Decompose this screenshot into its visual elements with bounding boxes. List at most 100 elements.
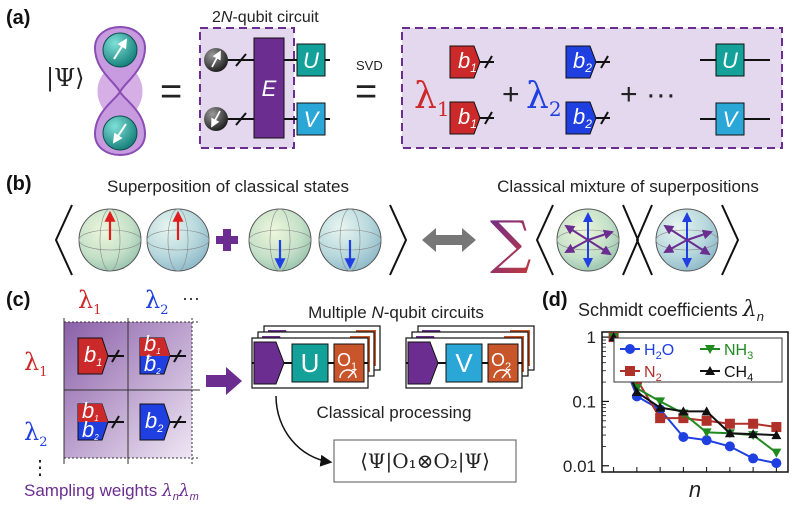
legend-marker	[705, 345, 715, 354]
data-point	[701, 415, 712, 426]
sampling-weights-label: Sampling weights λnλm	[24, 481, 199, 503]
cell-b2: b2	[145, 408, 163, 435]
plus-icon	[216, 229, 238, 251]
cell-b1-mix-2: b1	[82, 398, 99, 423]
circuit-title: 2N-qubit circuit	[212, 9, 319, 26]
sampling-matrix: b1 b1 + b2 b1 b2 b2	[63, 318, 200, 464]
expectation-value: ⟨Ψ|O₁⊗O₂|Ψ⟩	[360, 449, 490, 474]
gate-u-stack: U	[301, 348, 320, 378]
legend-marker	[705, 366, 715, 375]
svd-equals: =	[355, 71, 377, 113]
data-point	[701, 428, 712, 438]
gate-v: V	[304, 107, 321, 132]
matrix-vdots: ⋮	[30, 457, 50, 479]
legend-label: NH3	[724, 342, 753, 362]
panel-a: (a) |Ψ⟩ = 2N-qubit circuit	[6, 7, 783, 156]
gate-b1-bottom: b1	[458, 104, 477, 131]
sigma-icon: ∑	[490, 208, 531, 276]
y-axis: 1 0.1 0.01	[563, 328, 609, 476]
chart-series	[608, 332, 782, 469]
data-point	[724, 428, 735, 438]
panel-d: (d) Schmidt coefficients λn 1 0.1 0.01 n H…	[542, 289, 789, 502]
data-point	[655, 402, 666, 412]
bloch-sphere-icon	[248, 208, 312, 272]
matrix-row-lambda-1: λ1	[24, 348, 48, 380]
data-point	[748, 429, 759, 439]
cell-b2-mix: b2	[144, 351, 161, 376]
psi-ket: |Ψ⟩	[46, 64, 85, 93]
panel-b-label: (b)	[6, 173, 32, 195]
bloch-sphere-icon	[556, 208, 620, 272]
entangled-qubit-pair-icon	[93, 26, 147, 156]
data-point	[748, 453, 759, 464]
cell-b1: b1	[84, 342, 102, 369]
expectation-box	[333, 439, 517, 483]
data-point	[771, 448, 782, 458]
gate-b1-top: b1	[458, 48, 477, 75]
data-point	[701, 406, 712, 416]
panel-c: (c) λ1 λ2 ··· λ1 λ2 ⋮ b1 b1 + b2	[6, 286, 535, 503]
data-point	[678, 431, 689, 442]
lambda-1: λ1	[414, 76, 450, 121]
data-point	[631, 387, 642, 397]
data-point	[748, 418, 759, 429]
matrix-col-lambda-1: λ1	[78, 286, 102, 318]
data-point	[655, 397, 666, 407]
y-tick-label: 0.1	[572, 392, 596, 411]
bloch-sphere-icon	[318, 208, 382, 272]
x-axis-label: n	[689, 477, 701, 502]
double-arrow-icon	[422, 228, 476, 252]
cell-b1-mix: b1	[144, 331, 161, 356]
classical-processing-label: Classical processing	[317, 403, 472, 422]
y-tick-label: 0.01	[563, 457, 596, 476]
gate-b2-top: b2	[573, 48, 592, 75]
gate-v-right: V	[723, 107, 740, 132]
gate-b2-bottom: b2	[573, 104, 592, 131]
right-arrow-icon	[206, 367, 242, 395]
bloch-sphere-icon	[78, 208, 142, 272]
observable-o1: O1	[337, 350, 357, 373]
matrix-row-lambda-2: λ2	[24, 418, 48, 450]
data-point	[724, 441, 735, 452]
legend-marker	[625, 344, 635, 354]
data-point	[771, 430, 782, 440]
multi-circuits-title: Multiple N-qubit circuits	[308, 303, 484, 322]
bloch-sphere-icon	[146, 208, 210, 272]
cell-plus: +	[146, 352, 152, 363]
legend-marker	[625, 366, 635, 376]
plus-sign: +	[502, 78, 520, 111]
data-point	[771, 422, 782, 433]
plus-dots: + ···	[620, 78, 676, 111]
mixture-title: Classical mixture of superpositions	[497, 177, 759, 196]
gate-v-stack: V	[455, 348, 473, 378]
y-tick-label: 1	[587, 328, 596, 347]
data-point	[655, 413, 666, 424]
legend-label: H2O	[644, 342, 674, 362]
data-point	[701, 435, 712, 446]
matrix-col-lambda-2: λ2	[145, 286, 169, 318]
legend-label: CH4	[724, 364, 753, 384]
svd-label: SVD	[356, 58, 383, 73]
lambda-2: λ2	[526, 76, 562, 121]
legend-label: N2	[644, 364, 662, 384]
panel-c-label: (c)	[6, 289, 30, 311]
chart-title: Schmidt coefficients λn	[578, 297, 764, 324]
observable-o2: O2	[491, 350, 511, 373]
data-point	[771, 458, 782, 469]
gate-u-right: U	[722, 48, 738, 73]
panel-b: (b) Superposition of classical states Cl…	[6, 173, 759, 276]
data-point	[724, 418, 735, 429]
gate-u: U	[303, 48, 319, 73]
panel-d-label: (d)	[542, 289, 568, 311]
data-point	[678, 406, 689, 416]
circuit-stack-v: V O2	[405, 325, 535, 389]
matrix-hdots: ···	[182, 288, 200, 308]
equals-sign: =	[160, 71, 182, 113]
processing-arrow-icon	[275, 395, 333, 467]
panel-a-label: (a)	[6, 7, 30, 29]
superposition-title: Superposition of classical states	[107, 177, 349, 196]
gate-e: E	[262, 76, 277, 101]
cell-b2-mix-2: b2	[82, 417, 99, 442]
